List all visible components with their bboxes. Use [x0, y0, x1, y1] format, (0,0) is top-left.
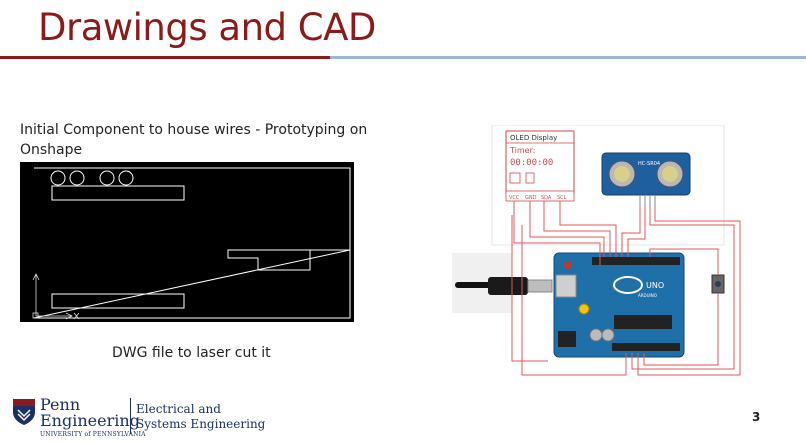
- cad-hole-1: [50, 170, 66, 186]
- dwg-caption: DWG file to laser cut it: [112, 345, 271, 361]
- brand-label: ARDUINO: [638, 293, 657, 298]
- dept-line-2: Systems Engineering: [136, 417, 266, 431]
- sensor-label: HC-SR04: [638, 161, 660, 167]
- component-caption: Initial Component to house wires - Proto…: [20, 122, 368, 158]
- oled-title: OLED Display: [510, 134, 557, 142]
- pin-vcc: VCC: [509, 195, 520, 201]
- board-label: UNO: [646, 281, 664, 290]
- title-rule-blue: [330, 56, 806, 59]
- university-wordmark: UNIVERSITY of PENNSYLVANIA: [40, 431, 146, 438]
- penn-wordmark: Penn: [40, 395, 81, 414]
- oled-pin-labels: VCC GND SDA SCL: [509, 195, 567, 201]
- oled-timer-label: Timer:: [509, 146, 535, 155]
- cad-axis-icon: [32, 273, 80, 320]
- wiring: [511, 201, 741, 376]
- cad-slot-bottom: [51, 293, 185, 309]
- footer-divider: [130, 398, 131, 434]
- ultrasonic-sensor: HC-SR04: [601, 152, 691, 207]
- usb-cable: [452, 253, 553, 313]
- page-number: 3: [752, 410, 761, 424]
- cad-hole-3: [99, 170, 115, 186]
- cad-slot-top: [51, 185, 185, 201]
- dept-line-1: Electrical and: [136, 402, 221, 416]
- penn-shield-icon: [13, 399, 35, 425]
- cad-hole-2: [69, 170, 85, 186]
- circuit-diagram: OLED Display Timer: 00:00:00 VCC GND SDA…: [452, 125, 741, 376]
- title-rule-red: [0, 56, 330, 59]
- oled-sketch: OLED Display Timer: 00:00:00: [505, 130, 575, 202]
- oled-timer-value: 00:00:00: [510, 158, 553, 168]
- pin-sda: SDA: [541, 195, 552, 201]
- engineering-wordmark: Engineering: [40, 411, 140, 430]
- arduino-board: UNO ARDUINO: [553, 252, 685, 358]
- pin-scl: SCL: [557, 195, 567, 201]
- pin-gnd: GND: [525, 195, 537, 201]
- push-button: [711, 274, 725, 294]
- slide-title: Drawings and CAD: [38, 6, 376, 49]
- cad-hole-4: [118, 170, 134, 186]
- cad-drawing: [20, 162, 354, 322]
- cad-background: [20, 162, 354, 322]
